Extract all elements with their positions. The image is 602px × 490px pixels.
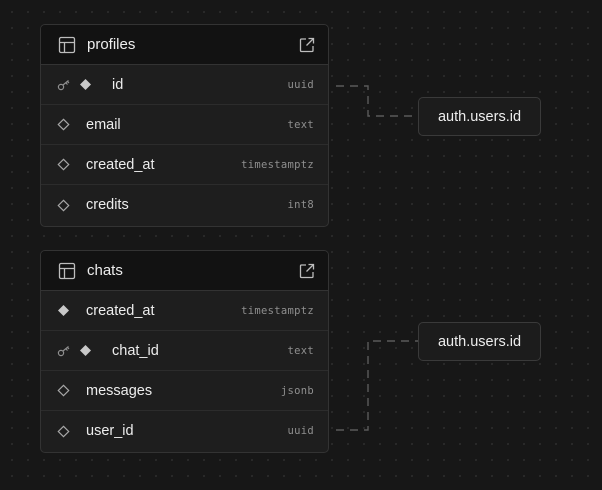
table-card-chats: chats created_at timestamptz chat_id tex… bbox=[40, 250, 329, 453]
edge-chats-user-id-to-auth-users bbox=[336, 340, 418, 431]
reference-label: auth.users.id bbox=[437, 333, 522, 350]
column-type: text bbox=[287, 344, 314, 357]
column-name: email bbox=[86, 116, 121, 133]
table-card-profiles: profiles id uuid email text created_at t… bbox=[40, 24, 329, 227]
column-row-credits[interactable]: credits int8 bbox=[41, 185, 328, 225]
column-row-email[interactable]: email text bbox=[41, 105, 328, 145]
key-icon bbox=[57, 79, 73, 91]
column-type: int8 bbox=[287, 199, 314, 211]
filled-diamond-icon bbox=[79, 344, 92, 357]
column-type: text bbox=[287, 118, 314, 131]
outline-diamond-icon bbox=[57, 424, 70, 438]
filled-diamond-icon bbox=[79, 78, 92, 91]
column-type: timestamptz bbox=[241, 158, 314, 171]
column-name: user_id bbox=[86, 423, 134, 439]
table-name: profiles bbox=[87, 36, 136, 53]
column-row-messages[interactable]: messages jsonb bbox=[41, 371, 328, 411]
filled-diamond-icon bbox=[57, 304, 70, 317]
column-name: created_at bbox=[86, 156, 155, 173]
column-row-chat-id[interactable]: chat_id text bbox=[41, 331, 328, 371]
table-header: profiles bbox=[41, 25, 328, 65]
external-link-icon[interactable] bbox=[298, 36, 316, 54]
column-name: id bbox=[112, 76, 124, 93]
column-name: created_at bbox=[86, 302, 155, 319]
column-name: messages bbox=[86, 382, 153, 399]
external-link-icon[interactable] bbox=[298, 262, 316, 280]
table-icon bbox=[57, 35, 77, 55]
table-header: chats bbox=[41, 251, 328, 291]
column-row-created-at[interactable]: created_at timestamptz bbox=[41, 145, 328, 185]
column-type: uuid bbox=[287, 425, 314, 437]
reference-label: auth.users.id bbox=[437, 108, 522, 125]
column-row-id[interactable]: id uuid bbox=[41, 65, 328, 105]
outline-diamond-icon bbox=[57, 158, 70, 171]
column-name: credits bbox=[86, 197, 129, 213]
column-type: timestamptz bbox=[241, 304, 314, 317]
edge-profiles-id-to-auth-users bbox=[336, 85, 418, 117]
outline-diamond-icon bbox=[57, 198, 70, 212]
key-icon bbox=[57, 345, 73, 357]
column-row-user-id[interactable]: user_id uuid bbox=[41, 411, 328, 451]
column-type: jsonb bbox=[280, 384, 314, 397]
column-name: chat_id bbox=[112, 342, 159, 359]
reference-node-auth-users-id[interactable]: auth.users.id bbox=[418, 322, 541, 361]
table-name: chats bbox=[87, 262, 123, 279]
column-row-created-at[interactable]: created_at timestamptz bbox=[41, 291, 328, 331]
reference-node-auth-users-id[interactable]: auth.users.id bbox=[418, 97, 541, 136]
outline-diamond-icon bbox=[57, 118, 70, 131]
column-type: uuid bbox=[287, 78, 314, 91]
outline-diamond-icon bbox=[57, 384, 70, 397]
table-icon bbox=[57, 261, 77, 281]
